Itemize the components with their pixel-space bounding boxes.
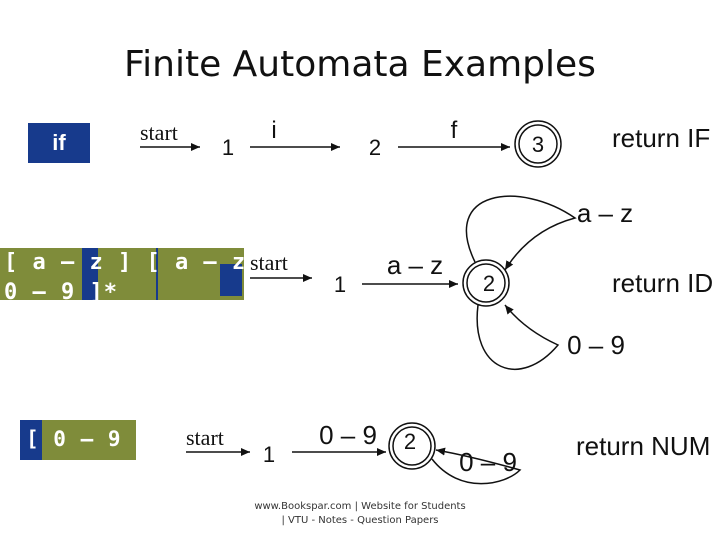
if-label-box: if <box>28 123 90 163</box>
state-label: 1 <box>222 135 234 160</box>
state-label: 1 <box>334 272 346 297</box>
panel-stripe <box>220 264 242 296</box>
loop-label: 0 – 9 <box>459 447 517 477</box>
state-label: 2 <box>369 135 381 160</box>
footer: www.Bookspar.com | Website for Students … <box>250 500 470 528</box>
slide-title: Finite Automata Examples <box>124 44 596 85</box>
accept-state-inner <box>392 426 432 466</box>
self-loop-arrow <box>465 195 577 271</box>
transition-label: f <box>451 117 458 144</box>
result-label: return IF <box>612 123 710 153</box>
transition-label: 0 – 9 <box>319 420 377 450</box>
footer-line: | VTU - Notes - Question Papers <box>281 515 439 526</box>
accept-state-outer <box>514 120 562 168</box>
start-label: start <box>250 250 288 275</box>
self-loop-arrow <box>431 447 522 485</box>
footer-line: www.Bookspar.com | Website for Students <box>254 501 466 512</box>
accept-state-outer <box>462 259 510 307</box>
result-label: return ID <box>612 268 713 298</box>
loop-label: a – z <box>577 198 633 228</box>
panel-stripe <box>20 420 42 460</box>
start-label: start <box>140 120 178 145</box>
state-label: 1 <box>263 442 275 467</box>
state-label: 2 <box>483 271 495 296</box>
identifier-pattern: [ a – z ] [ a – z 0 – 9 ]* <box>4 250 244 300</box>
accept-state-inner <box>466 263 506 303</box>
self-loop-arrow <box>476 304 560 371</box>
number-pattern: [ 0 – 9 ]+ <box>26 427 136 451</box>
transition-label: i <box>271 117 276 144</box>
start-label: start <box>186 425 224 450</box>
panel-stripe <box>82 248 98 300</box>
number-pattern-box: [ 0 – 9 ]+ <box>20 420 136 460</box>
transition-label: a – z <box>387 250 443 280</box>
loop-label: 0 – 9 <box>567 330 625 360</box>
if-label: if <box>52 130 66 155</box>
accept-state-inner <box>518 124 558 164</box>
result-label: return NUM <box>576 431 710 461</box>
identifier-pattern-box: [ a – z ] [ a – z 0 – 9 ]* <box>0 248 244 300</box>
panel-stripe <box>156 248 158 300</box>
state-label: 3 <box>532 132 544 157</box>
state-label: 2 <box>404 429 416 454</box>
accept-state-outer <box>388 422 436 470</box>
